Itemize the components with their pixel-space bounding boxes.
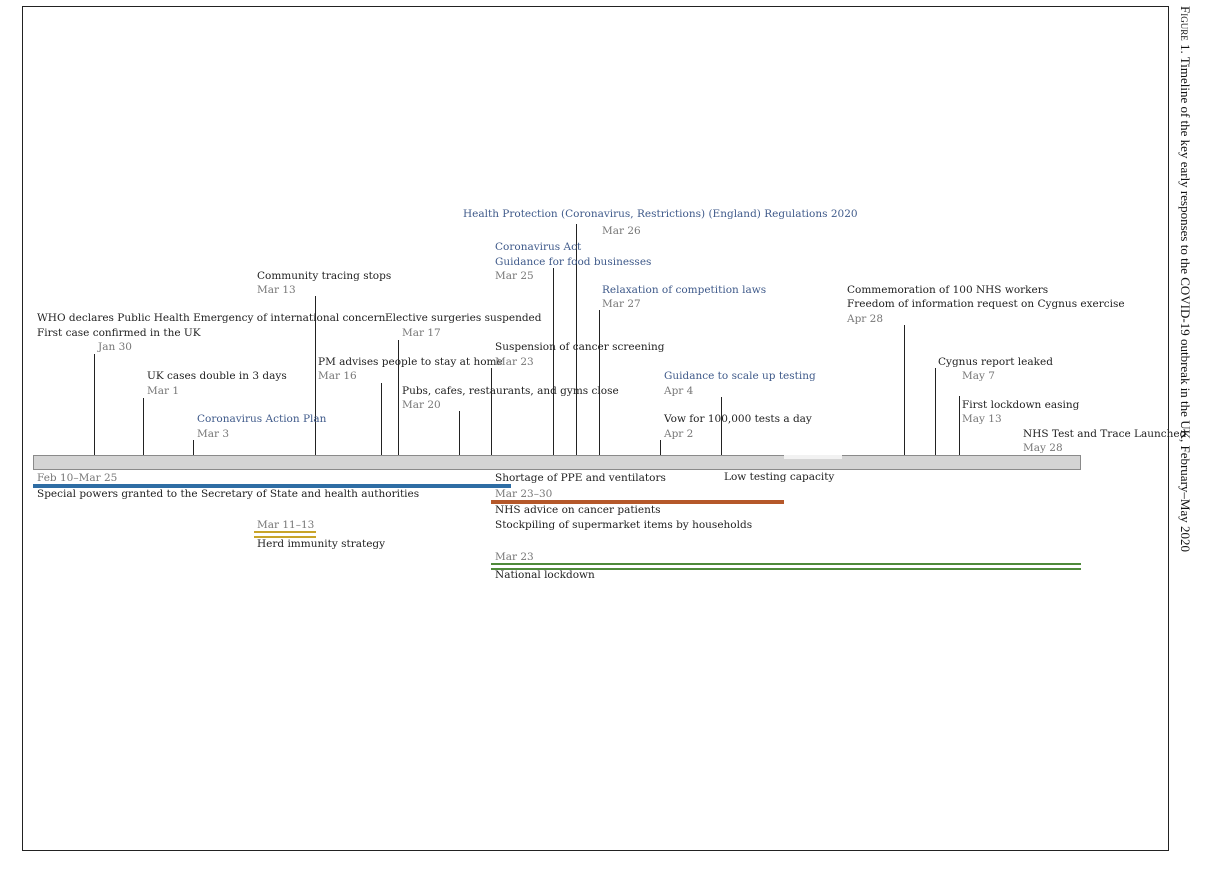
ppe-shortage-bar	[491, 500, 784, 504]
event-stem	[959, 396, 960, 455]
period-label: Low testing capacity	[724, 471, 835, 483]
event-date: Apr 2	[664, 428, 694, 440]
period-date: Mar 23	[495, 551, 534, 563]
event-date: Mar 23	[495, 356, 534, 368]
period-date: Mar 23–30	[495, 488, 553, 500]
event-label: WHO declares Public Health Emergency of …	[37, 312, 386, 324]
event-date: May 13	[962, 413, 1002, 425]
national-lockdown-bar	[491, 563, 1081, 570]
event-label: Relaxation of competition laws	[602, 284, 767, 296]
event-date: Mar 26	[602, 225, 641, 237]
event-stem	[660, 440, 661, 455]
event-date: Mar 25	[495, 270, 534, 282]
event-stem	[193, 440, 194, 455]
event-date: Mar 13	[257, 284, 296, 296]
event-label: Commemoration of 100 NHS workers	[847, 284, 1049, 296]
event-label: Vow for 100,000 tests a day	[664, 413, 812, 425]
event-stem	[576, 224, 577, 455]
event-label: Guidance for food businesses	[495, 256, 652, 268]
period-label: NHS advice on cancer patients	[495, 504, 661, 516]
herd-immunity-bar	[254, 531, 316, 538]
timeline-axis	[33, 455, 1081, 470]
event-label: First lockdown easing	[962, 399, 1080, 411]
event-stem	[94, 354, 95, 455]
event-stem	[721, 397, 722, 455]
caption-text: Timeline of the key early responses to t…	[1178, 56, 1193, 552]
event-date: Mar 20	[402, 399, 441, 411]
event-stem	[398, 340, 399, 455]
event-label: Suspension of cancer screening	[495, 341, 665, 353]
event-label: Guidance to scale up testing	[664, 370, 816, 382]
event-stem	[491, 368, 492, 455]
period-label: Stockpiling of supermarket items by hous…	[495, 519, 753, 531]
low-testing-capacity-bar	[784, 455, 842, 459]
period-label: Herd immunity strategy	[257, 538, 386, 550]
event-date: Mar 16	[318, 370, 357, 382]
event-label: Health Protection (Coronavirus, Restrict…	[463, 208, 858, 220]
event-label: Coronavirus Action Plan	[197, 413, 327, 425]
event-label: NHS Test and Trace Launched	[1023, 428, 1187, 440]
event-stem	[459, 411, 460, 455]
event-stem	[935, 368, 936, 455]
event-label: First case confirmed in the UK	[37, 327, 201, 339]
event-date: Jan 30	[98, 341, 132, 353]
period-label: Special powers granted to the Secretary …	[37, 488, 420, 500]
event-date: Mar 3	[197, 428, 230, 440]
event-label: Pubs, cafes, restaurants, and gyms close	[402, 385, 619, 397]
period-label: National lockdown	[495, 569, 595, 581]
event-label: Coronavirus Act	[495, 241, 582, 253]
event-stem	[143, 398, 144, 455]
event-date: May 28	[1023, 442, 1063, 454]
period-date: Mar 11–13	[257, 519, 315, 531]
event-date: Mar 27	[602, 298, 641, 310]
event-label: UK cases double in 3 days	[147, 370, 287, 382]
figure-frame	[22, 6, 1169, 851]
figure-label: Figure 1.	[1178, 6, 1193, 54]
event-date: Mar 17	[402, 327, 441, 339]
special-powers-bar	[33, 484, 511, 488]
event-date: Apr 4	[664, 385, 694, 397]
event-label: PM advises people to stay at home	[318, 356, 503, 368]
event-date: Apr 28	[847, 313, 884, 325]
event-date: May 7	[962, 370, 995, 382]
event-label: Community tracing stops	[257, 270, 392, 282]
period-date: Feb 10–Mar 25	[37, 472, 118, 484]
event-stem	[599, 310, 600, 455]
event-label: Freedom of information request on Cygnus…	[847, 298, 1125, 310]
event-label: Elective surgeries suspended	[385, 312, 542, 324]
event-label: Cygnus report leaked	[938, 356, 1053, 368]
event-date: Mar 1	[147, 385, 180, 397]
event-stem	[315, 296, 316, 455]
event-stem	[904, 325, 905, 455]
period-label: Shortage of PPE and ventilators	[495, 472, 666, 484]
event-stem	[381, 383, 382, 455]
event-stem	[553, 268, 554, 455]
